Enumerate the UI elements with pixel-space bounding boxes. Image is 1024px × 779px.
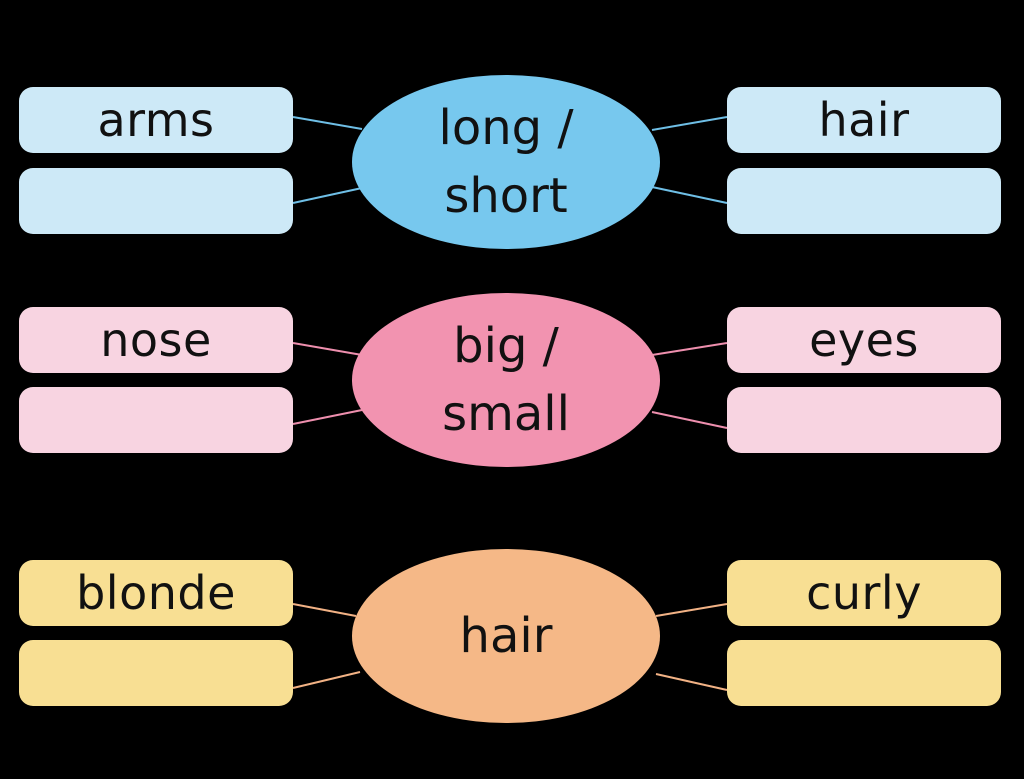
connector-line [292,409,363,425]
connector-line [655,673,728,691]
right-box-curly[interactable]: curly [727,560,1001,626]
right-box-empty[interactable] [727,168,1001,234]
right-box-empty[interactable] [727,387,1001,453]
center-label-line1: long / [438,100,574,156]
center-label-line1: big / [453,318,559,374]
left-box-empty[interactable] [19,168,293,234]
left-box-arms[interactable]: arms [19,87,293,153]
center-ellipse-hair: hair [352,549,660,723]
right-box-eyes[interactable]: eyes [727,307,1001,373]
center-label-line2: short [444,168,568,224]
center-label-line2: small [442,386,570,442]
connector-line [651,186,728,204]
connector-line [655,603,728,617]
connector-line [651,411,728,429]
center-label-line1: hair [459,608,553,664]
connector-line [292,187,363,204]
center-ellipse-big-small: big / small [352,293,660,467]
connector-line [292,671,361,689]
connector-line [651,342,728,356]
left-box-nose[interactable]: nose [19,307,293,373]
right-box-empty[interactable] [727,640,1001,706]
left-box-empty[interactable] [19,387,293,453]
connector-line [292,342,363,356]
connector-line [651,116,728,131]
center-ellipse-long-short: long / short [352,75,660,249]
connector-line [292,603,357,617]
right-box-hair[interactable]: hair [727,87,1001,153]
left-box-blonde[interactable]: blonde [19,560,293,626]
connector-line [292,116,363,130]
left-box-empty[interactable] [19,640,293,706]
